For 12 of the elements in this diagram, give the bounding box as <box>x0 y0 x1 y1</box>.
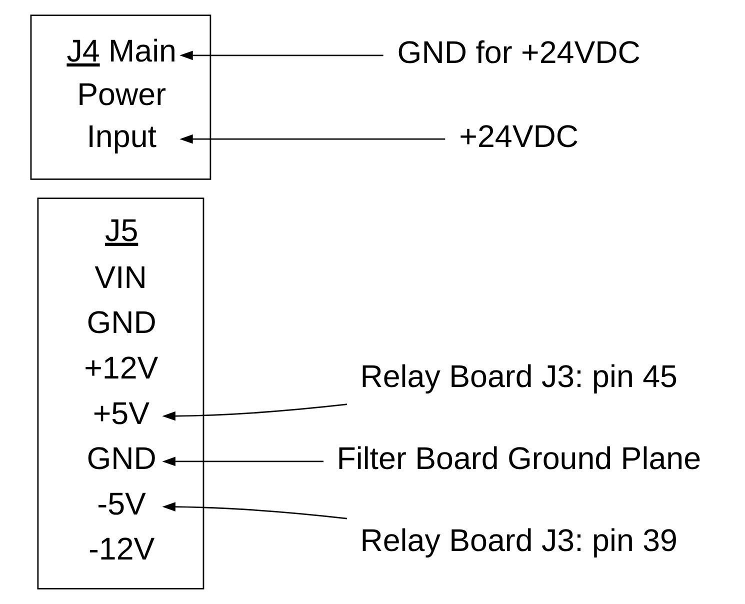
node-text: +24VDC <box>459 118 579 154</box>
node-text: GND for +24VDC <box>397 35 640 70</box>
node-text: Relay Board J3: pin 45 <box>360 359 678 394</box>
node-text: Filter Board Ground Plane <box>336 441 702 476</box>
arrow <box>162 456 324 466</box>
arrow <box>180 50 384 60</box>
node-text: Relay Board J3: pin 39 <box>360 523 678 558</box>
arrow <box>180 134 446 144</box>
node-box: J5 VIN GND +12V +5V GND -5V -12V <box>37 198 204 590</box>
node-box: J4 Main Power Input <box>30 14 212 180</box>
arrow <box>162 502 348 520</box>
arrow <box>162 404 348 421</box>
